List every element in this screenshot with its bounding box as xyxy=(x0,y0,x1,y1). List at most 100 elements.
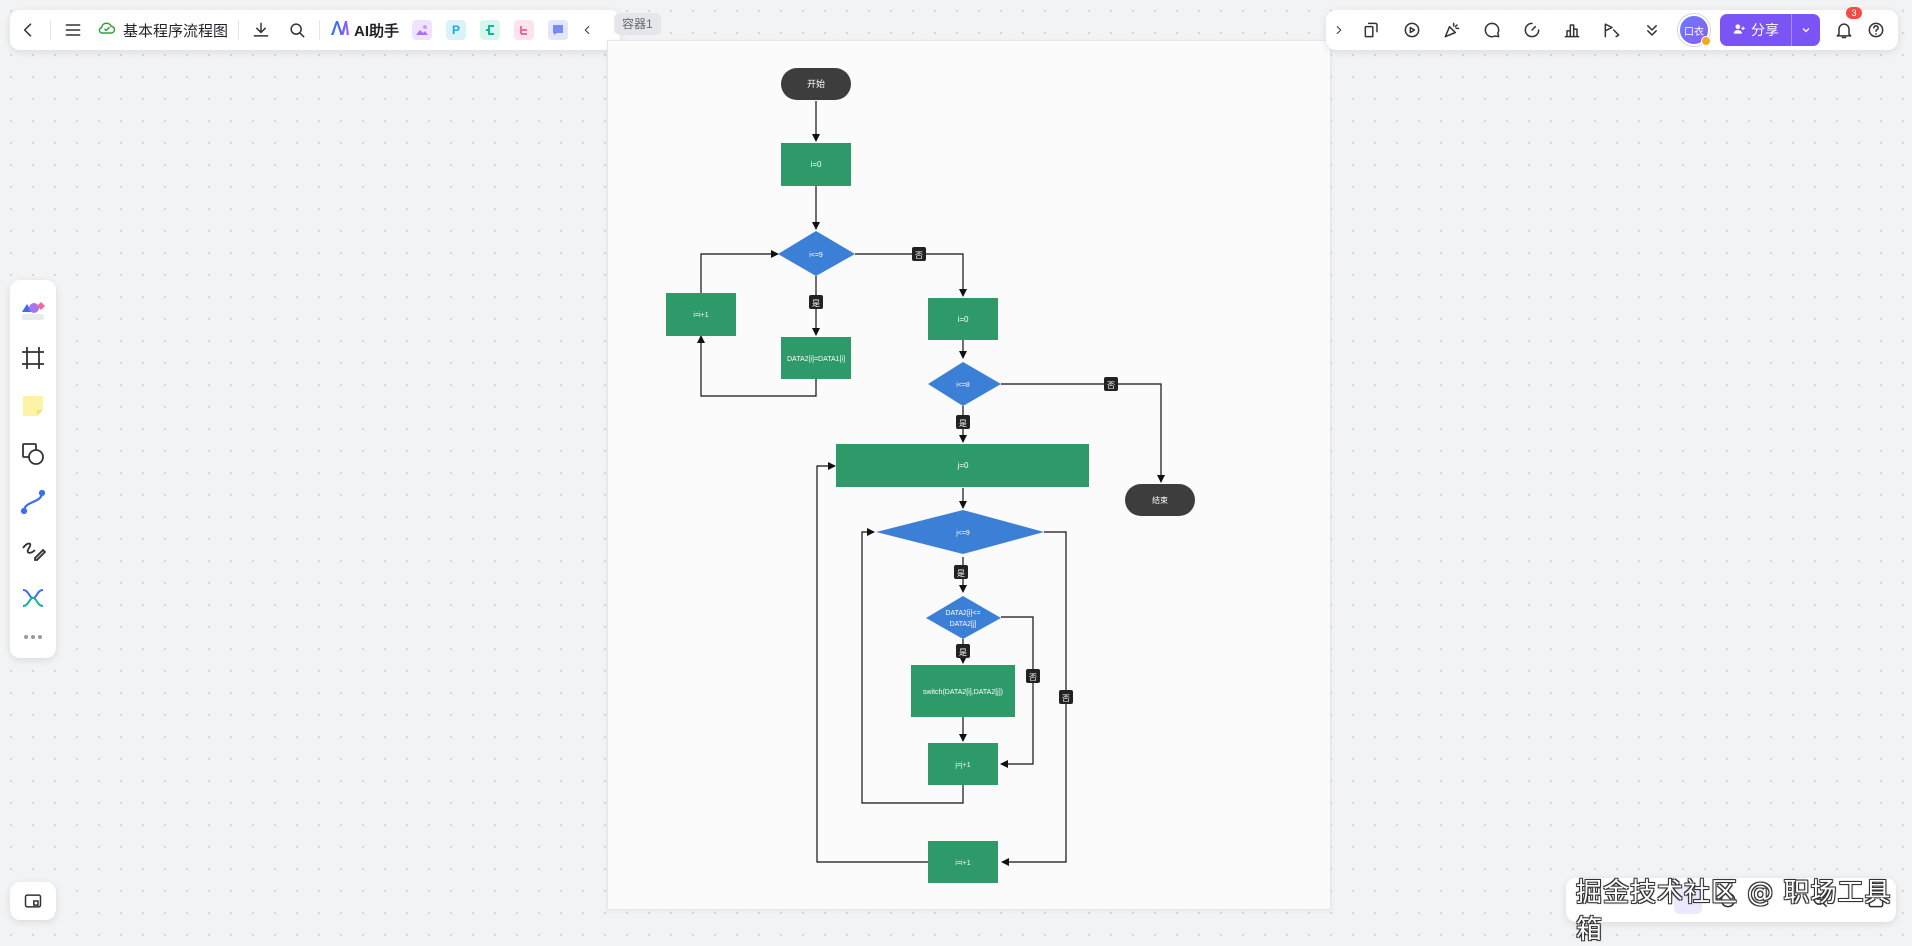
top-left-toolbar: 基本程序流程图 AI助手 P xyxy=(10,10,620,50)
svg-text:DATA2[i]=DATA1[i]: DATA2[i]=DATA1[i] xyxy=(787,356,845,363)
node-i-reset[interactable]: i=0 xyxy=(928,298,998,340)
connector-tool-icon[interactable] xyxy=(10,478,56,526)
svg-text:否: 否 xyxy=(1029,673,1037,682)
flowchart: 开始 i=0 i<=9 DATA2[i]=DATA1[i] i=i+1 i=0 … xyxy=(666,68,1195,883)
node-copy-data[interactable]: DATA2[i]=DATA1[i] xyxy=(781,337,851,379)
node-end[interactable]: 结束 xyxy=(1125,484,1195,516)
svg-text:i=0: i=0 xyxy=(811,160,822,169)
avatar[interactable]: 口衣 xyxy=(1678,14,1711,46)
label-no-3: 否 xyxy=(1026,669,1040,683)
presentation-icon[interactable]: P xyxy=(446,20,467,40)
zoom-out-icon[interactable] xyxy=(1810,890,1830,910)
orgchart-icon[interactable] xyxy=(514,20,535,40)
template-icon[interactable] xyxy=(1352,12,1392,48)
node-j-increment[interactable]: j=j+1 xyxy=(928,743,998,785)
frame-tool-icon[interactable] xyxy=(10,334,56,382)
divider xyxy=(50,20,51,40)
label-yes-3: 是 xyxy=(954,565,968,579)
left-tool-sidebar xyxy=(10,280,56,658)
ai-assistant-label: AI助手 xyxy=(354,22,400,40)
bottom-right-controls xyxy=(1566,878,1896,922)
image-gen-icon[interactable] xyxy=(412,20,433,40)
back-icon[interactable] xyxy=(10,12,46,48)
share-label: 分享 xyxy=(1751,22,1779,38)
minimap-button[interactable] xyxy=(10,882,56,920)
help-icon[interactable] xyxy=(1860,12,1892,48)
node-start[interactable]: 开始 xyxy=(781,68,851,100)
document-title-text: 基本程序流程图 xyxy=(123,22,229,40)
more-chevrons-icon[interactable] xyxy=(1632,12,1672,48)
shape-tool-icon[interactable] xyxy=(10,430,56,478)
divider xyxy=(238,20,240,40)
node-i-increment-1[interactable]: i=i+1 xyxy=(666,293,736,336)
node-i-init[interactable]: i=0 xyxy=(781,143,851,186)
svg-text:j<=9: j<=9 xyxy=(955,530,970,537)
present-play-icon[interactable] xyxy=(1392,12,1432,48)
share-dropdown-icon[interactable] xyxy=(1791,14,1820,46)
notification-bell-icon[interactable]: 3 xyxy=(1828,7,1862,48)
label-yes-2: 是 xyxy=(956,415,970,429)
frame-label[interactable]: 容器1 xyxy=(614,13,661,35)
node-cond-i-le-8[interactable]: i<=8 xyxy=(928,362,1001,406)
svg-text:否: 否 xyxy=(1062,694,1070,703)
cloud-synced-icon xyxy=(97,18,117,42)
node-switch[interactable]: switch(DATA2[i],DATA2[j]) xyxy=(911,665,1015,717)
expand-toolbar-icon[interactable] xyxy=(1326,12,1352,48)
svg-text:开始: 开始 xyxy=(807,78,825,89)
add-user-icon xyxy=(1732,22,1746,39)
search-icon[interactable] xyxy=(279,12,315,48)
node-j-init[interactable]: j=0 xyxy=(836,444,1089,487)
svg-text:否: 否 xyxy=(1107,381,1115,390)
download-icon[interactable] xyxy=(243,12,279,48)
node-cond-i-le-9[interactable]: i<=9 xyxy=(778,231,855,276)
label-yes-4: 是 xyxy=(956,644,970,658)
svg-text:结束: 结束 xyxy=(1152,495,1168,505)
top-right-toolbar: 口衣 分享 3 xyxy=(1326,7,1898,50)
pen-tool-icon[interactable] xyxy=(10,526,56,574)
svg-text:j=j+1: j=j+1 xyxy=(954,762,970,769)
comment-tool-icon[interactable] xyxy=(548,20,569,40)
share-button[interactable]: 分享 xyxy=(1720,14,1820,46)
shapes-library-icon[interactable] xyxy=(10,286,56,334)
comment-icon[interactable] xyxy=(1472,12,1512,48)
fullscreen-icon[interactable] xyxy=(1866,890,1886,910)
label-no-1: 否 xyxy=(912,247,926,261)
svg-text:i=i+1: i=i+1 xyxy=(955,860,970,867)
node-cond-j-le-9[interactable]: j<=9 xyxy=(876,510,1044,554)
edge-labels: 是 否 是 否 是 是 否 否 xyxy=(809,247,1118,704)
vote-icon[interactable] xyxy=(1552,12,1592,48)
connectors xyxy=(697,101,1165,866)
mindmap-tool-icon[interactable] xyxy=(10,574,56,622)
svg-text:是: 是 xyxy=(957,569,965,578)
menu-icon[interactable] xyxy=(55,12,91,48)
sticky-note-icon[interactable] xyxy=(10,382,56,430)
more-tools-icon[interactable] xyxy=(10,622,56,652)
node-cond-compare[interactable]: DATA2[i]<= DATA2[j] xyxy=(926,596,1001,639)
svg-text:i=0: i=0 xyxy=(958,315,969,324)
svg-text:是: 是 xyxy=(812,299,820,308)
canvas-frame[interactable]: 开始 i=0 i<=9 DATA2[i]=DATA1[i] i=i+1 i=0 … xyxy=(607,40,1331,910)
svg-text:i<=8: i<=8 xyxy=(956,382,970,389)
label-no-4: 否 xyxy=(1059,690,1073,704)
watermark: 掘金技术社区 @ 职场工具箱 xyxy=(1576,878,1892,945)
mindmap-icon[interactable] xyxy=(480,20,501,40)
svg-text:j=0: j=0 xyxy=(957,461,969,470)
label-no-2: 否 xyxy=(1104,377,1118,391)
svg-text:否: 否 xyxy=(915,251,923,260)
share-main[interactable]: 分享 xyxy=(1720,14,1791,46)
node-i-increment-2[interactable]: i=i+1 xyxy=(928,841,998,883)
follow-icon[interactable] xyxy=(1592,12,1632,48)
celebrate-icon[interactable] xyxy=(1432,12,1472,48)
ai-logo-icon xyxy=(330,20,350,40)
timer-icon[interactable] xyxy=(1512,12,1552,48)
svg-text:是: 是 xyxy=(959,648,967,657)
label-yes-1: 是 xyxy=(809,295,823,309)
collapse-toolbar-icon[interactable] xyxy=(575,12,599,48)
ai-assistant-button[interactable]: AI助手 xyxy=(324,20,405,41)
svg-text:i<=9: i<=9 xyxy=(809,252,823,259)
select-tool-icon[interactable] xyxy=(1674,886,1702,914)
svg-text:DATA2[i]<=: DATA2[i]<= xyxy=(945,610,980,617)
document-title[interactable]: 基本程序流程图 xyxy=(91,18,234,42)
svg-text:switch(DATA2[i],DATA2[j]): switch(DATA2[i],DATA2[j]) xyxy=(923,689,1003,696)
zoom-fit-icon[interactable] xyxy=(1718,890,1738,910)
